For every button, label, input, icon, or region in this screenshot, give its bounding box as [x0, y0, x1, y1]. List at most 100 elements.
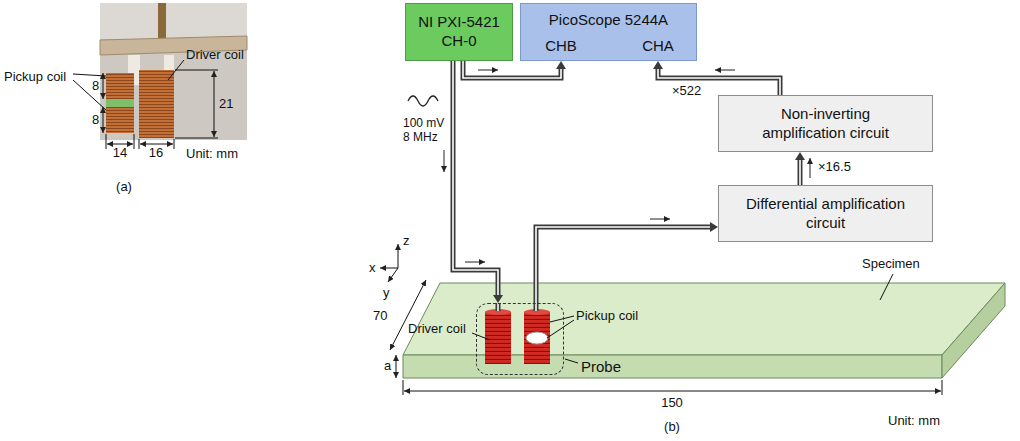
coax-inner: [463, 61, 561, 78]
coax-outer: [798, 159, 803, 185]
dimension-line: [134, 134, 135, 149]
leader-line: [550, 316, 574, 322]
figure-label: 70: [373, 309, 387, 323]
specimen-plate: [403, 283, 1005, 378]
sine-symbol: [408, 96, 438, 106]
signal-label: ×522: [672, 84, 701, 98]
direction-arrow: [650, 219, 670, 220]
node-label: Probe: [581, 358, 621, 377]
figure-label: Driver coil: [186, 48, 244, 62]
figure-label: (b): [664, 420, 680, 434]
probe-outline: Probe: [476, 303, 564, 375]
probe-photo: [106, 107, 134, 133]
direction-arrow: [715, 70, 735, 71]
dimension-line: [214, 71, 215, 137]
axis-arrow: [398, 244, 399, 268]
figure-label: Unit: mm: [888, 414, 940, 428]
coil-lead: [498, 303, 536, 311]
node-text: NI PXI-5421: [418, 13, 500, 32]
dimension-line: [175, 70, 218, 71]
figure-label: y: [383, 286, 390, 300]
dimension-line: [390, 280, 942, 395]
coax-cable: [463, 61, 566, 78]
arrow-head: [556, 61, 566, 69]
signal-label: ×16.5: [818, 160, 851, 174]
dimension-line: [403, 380, 404, 395]
figure-label: 14: [113, 146, 127, 160]
coil: [485, 309, 550, 364]
leader-line: [472, 333, 490, 340]
coil: [526, 332, 548, 344]
probe-photo: [100, 3, 247, 140]
oscilloscope-box: PicoScope 5244ACHBCHA: [520, 3, 697, 61]
dimension-line: [103, 73, 104, 99]
sine-symbol: [408, 96, 438, 106]
signal-label: 100 mV 8 MHz: [403, 116, 449, 145]
direction-arrow: [444, 150, 445, 172]
coax-inner: [799, 159, 801, 185]
leader-line: [73, 74, 106, 76]
coax-outer: [536, 227, 711, 303]
coax-cable: [795, 152, 805, 185]
coax-inner: [536, 227, 711, 303]
figure-label: x: [369, 261, 376, 275]
figure-label: z: [403, 234, 410, 248]
dimension-line: [139, 139, 140, 149]
direction-arrow: [478, 70, 498, 71]
probe-photo: [106, 99, 134, 107]
specimen-plate: [942, 283, 1005, 378]
coax-inner: [453, 61, 498, 296]
probe-photo: [106, 73, 134, 99]
coil-lead: [497, 303, 499, 311]
figure-label: 16: [149, 146, 163, 160]
probe-photo: [158, 3, 166, 39]
probe-photo: [100, 3, 247, 39]
dimension-line: [404, 391, 941, 392]
figure-label: a: [384, 359, 391, 373]
coil: [524, 312, 550, 364]
direction-arrow: [465, 262, 485, 263]
figure-label: Pickup coil: [4, 70, 66, 84]
coax-cable: [536, 222, 718, 303]
dimension-line: [942, 380, 943, 395]
figure-label: 8: [92, 79, 99, 93]
leader-line: [73, 80, 106, 110]
dimension-line: [390, 280, 426, 350]
figure-label: 21: [219, 97, 233, 111]
node-label: CHA: [642, 37, 674, 56]
coil-lead: [534, 303, 539, 311]
leader-line: [547, 320, 574, 338]
dimension-line: [396, 355, 397, 378]
node-text: PicoScope 5244A: [549, 11, 668, 30]
figure-label: Driver coil: [408, 322, 466, 336]
leader-line: [73, 60, 184, 110]
coax-cable: [453, 61, 503, 303]
figure-label: 150: [661, 396, 683, 410]
direction-arrow: [810, 158, 811, 178]
leader-line: [565, 359, 578, 363]
figure-label: Pickup coil: [576, 309, 638, 323]
dimension-line: [106, 134, 107, 149]
arrow-head: [653, 61, 663, 69]
coax-outer: [453, 61, 498, 296]
dimension-line: [103, 107, 104, 133]
arrow-head: [795, 152, 805, 160]
amplifier-box: Differential amplification circuit: [718, 185, 933, 242]
dimension-line: [174, 139, 175, 149]
probe-photo: [139, 70, 174, 138]
figure-label: 8: [92, 113, 99, 127]
axis-arrow: [380, 244, 398, 282]
figure-label: Specimen: [862, 257, 920, 271]
figure-label: Unit: mm: [186, 147, 238, 161]
dimension-line: [103, 70, 218, 149]
coil: [485, 312, 511, 364]
arrow-head: [493, 295, 503, 303]
coil-lead: [496, 303, 501, 311]
dimension-line: [175, 138, 218, 139]
node-text: Differential amplification circuit: [746, 195, 906, 233]
node-text: Non-inverting amplification circuit: [746, 105, 906, 143]
amplifier-box: Non-inverting amplification circuit: [718, 95, 933, 152]
axis-arrow: [388, 268, 398, 282]
dimension-line: [140, 144, 173, 145]
